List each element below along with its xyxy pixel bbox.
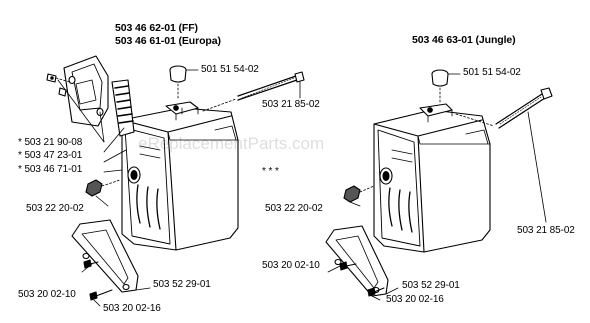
left-nut — [85, 179, 121, 197]
left-header-line2: 503 46 61-01 (Europa) — [115, 35, 221, 47]
left-plate — [63, 55, 109, 127]
right-header-line1: 503 46 63-01 (Jungle) — [412, 34, 516, 46]
left-screen — [111, 79, 135, 137]
left-plate-screws — [46, 73, 71, 97]
left-cover-label: * 503 46 71-01 — [18, 164, 83, 175]
left-nut-label: 503 22 20-02 — [26, 203, 84, 214]
right-nut-label: 503 22 20-02 — [265, 203, 323, 214]
left-long-bolt — [202, 71, 305, 112]
right-long-bolt — [455, 87, 553, 223]
left-screw-plate-label: * 503 21 90-08 — [18, 137, 83, 148]
right-bracket-screws — [339, 261, 385, 297]
right-muffler-body — [373, 103, 491, 253]
left-cap — [169, 65, 187, 101]
left-note-marks: * * * — [262, 166, 279, 177]
right-cap — [431, 69, 449, 105]
right-nut — [343, 185, 375, 203]
left-muffler-body — [121, 101, 239, 251]
right-cap-label: 501 51 54-02 — [463, 67, 521, 78]
label-leader-lines — [81, 69, 461, 307]
left-bracket — [71, 219, 139, 293]
left-leader-lines — [57, 79, 127, 173]
right-screw-a-label: 503 20 02-10 — [262, 260, 320, 271]
left-long-bolt-label: 503 21 85-02 — [262, 99, 320, 110]
left-header-line1: 503 46 62-01 (FF) — [115, 22, 198, 34]
right-long-bolt-label: 503 21 85-02 — [517, 225, 575, 236]
right-bracket-label: 503 52 29-01 — [402, 280, 460, 291]
left-bracket-label: 503 52 29-01 — [153, 279, 211, 290]
left-screw-b-label: 503 20 02-16 — [103, 303, 161, 314]
left-screen-label: * 503 47 23-01 — [18, 150, 83, 161]
right-screw-b-label: 503 20 02-16 — [386, 294, 444, 305]
left-screw-a-label: 503 20 02-10 — [18, 289, 76, 300]
left-cap-label: 501 51 54-02 — [201, 64, 259, 75]
